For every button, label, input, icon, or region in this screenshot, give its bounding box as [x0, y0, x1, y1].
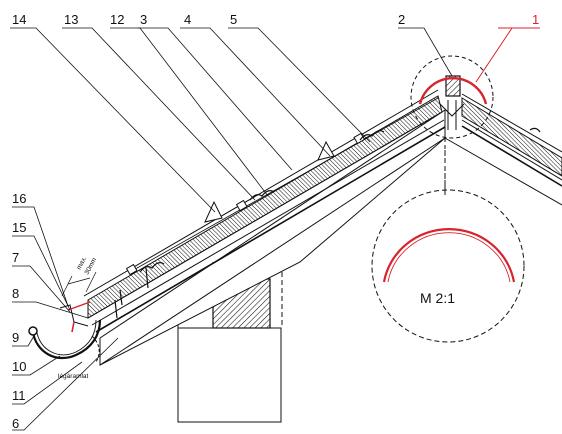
callout-10: 10	[12, 359, 26, 374]
callout-16: 16	[12, 191, 26, 206]
leader-1	[475, 27, 540, 83]
ridge-detail-circle	[410, 55, 494, 139]
leader-4	[180, 27, 331, 157]
leader-3	[138, 27, 293, 171]
scale-label: M 2:1	[420, 290, 455, 306]
callout-9: 9	[12, 330, 19, 345]
leader-13	[62, 27, 256, 201]
leader-12	[110, 27, 269, 197]
callout-5: 5	[230, 12, 237, 27]
gutter-bead	[28, 326, 38, 336]
callout-6: 6	[12, 416, 19, 431]
ridge-tile-highlight	[418, 77, 488, 105]
leader-8	[12, 301, 89, 319]
callout-4: 4	[184, 12, 191, 27]
callout-11: 11	[12, 388, 26, 403]
leader-15	[12, 235, 71, 311]
leader-14	[10, 27, 216, 213]
callout-8: 8	[12, 286, 19, 301]
roof-slope-left	[83, 89, 446, 333]
callout-3: 3	[140, 12, 147, 27]
leader-6	[12, 337, 119, 431]
leader-10	[12, 355, 61, 376]
ridge-batten	[445, 75, 461, 97]
callout-2: 2	[398, 12, 405, 27]
gutter	[28, 301, 102, 363]
leader-2	[398, 27, 453, 77]
callout-13: 13	[64, 12, 78, 27]
snow-guard-2	[317, 140, 335, 161]
leader-lines	[10, 27, 453, 431]
soffit	[99, 109, 562, 366]
snow-guard-1	[204, 200, 223, 223]
callout-1: 1	[532, 12, 539, 27]
leader-16	[12, 206, 69, 307]
callout-12: 12	[110, 12, 124, 27]
leader-11	[12, 361, 83, 405]
callout-7: 7	[12, 250, 19, 265]
wall-block	[177, 327, 282, 423]
leader-7	[12, 265, 71, 313]
enlarged-ridge-detail: M 2:1	[371, 150, 525, 343]
callout-14: 14	[12, 12, 26, 27]
ridge	[410, 55, 494, 139]
roof-slope-right	[461, 93, 562, 187]
callout-15: 15	[12, 220, 26, 235]
airflow-label: légáramlat	[58, 373, 89, 380]
leader-5	[228, 27, 371, 143]
leader-9	[12, 335, 35, 347]
gutter-profile	[31, 319, 102, 360]
